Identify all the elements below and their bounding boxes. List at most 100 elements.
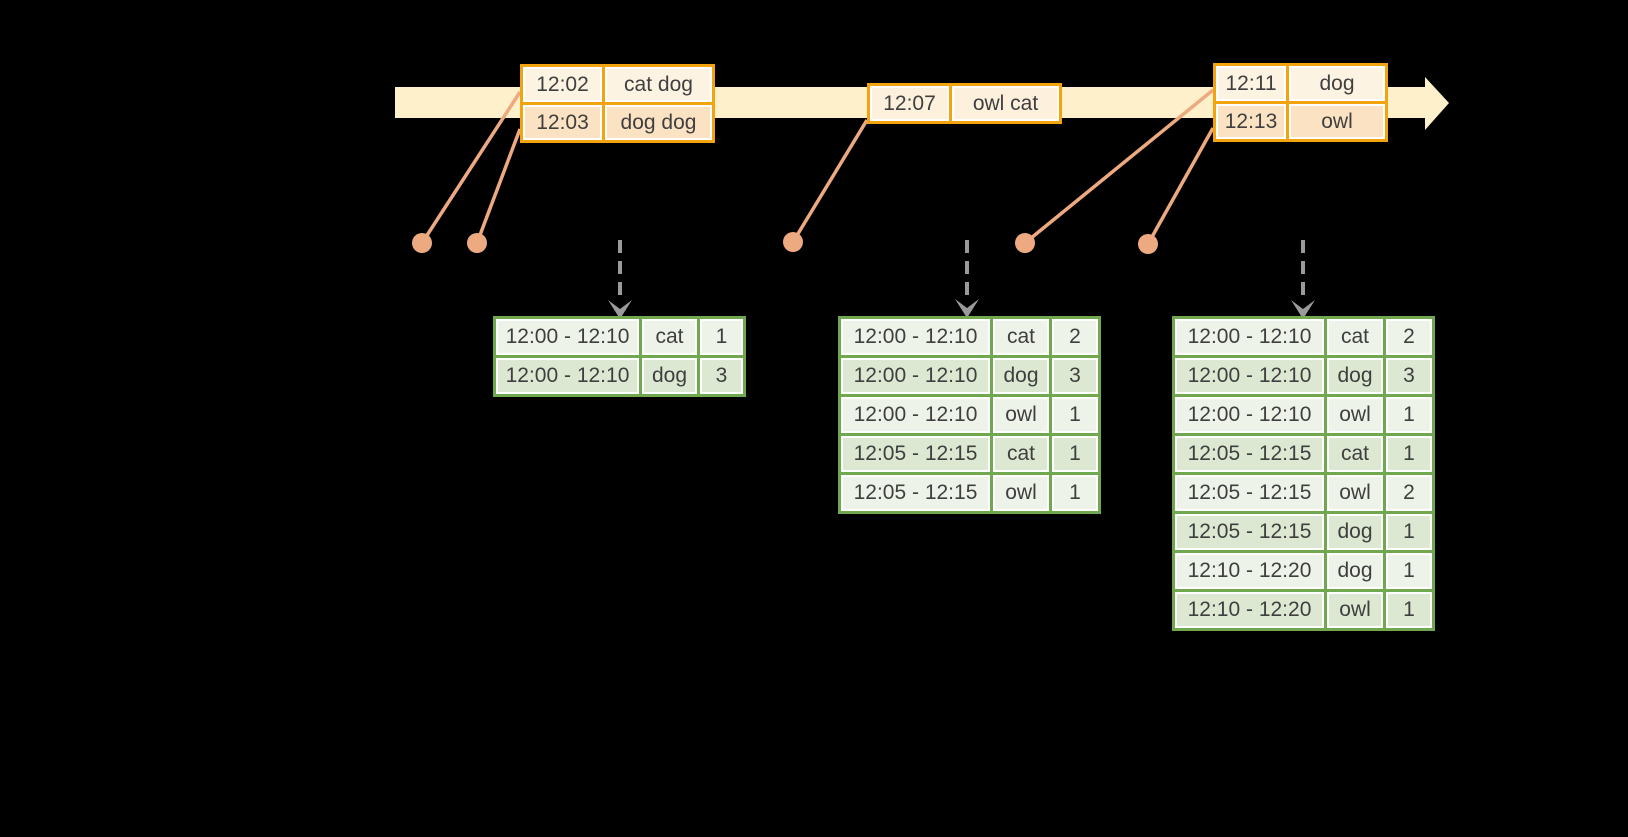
word-cell: dog: [639, 355, 700, 397]
word-cell: cat: [1324, 316, 1386, 358]
window-cell: 12:05 - 12:15: [838, 433, 993, 475]
count-cell: 2: [1383, 316, 1435, 358]
event-dot-icon: [467, 233, 487, 253]
window-cell: 12:05 - 12:15: [1172, 511, 1327, 553]
window-cell: 12:00 - 12:10: [493, 355, 642, 397]
trigger-arrowhead-icon: [955, 299, 979, 318]
word-cell: dog: [990, 355, 1052, 397]
word-cell: cat: [990, 316, 1052, 358]
window-cell: 12:00 - 12:10: [838, 355, 993, 397]
word-cell: cat: [1324, 433, 1386, 475]
count-cell: 2: [1383, 472, 1435, 514]
event-table-body: 12:11 dog 12:13 owl: [1213, 63, 1388, 142]
result-row: 12:05 - 12:15 owl 1: [838, 472, 1101, 514]
result-row: 12:05 - 12:15 cat 1: [838, 433, 1101, 475]
count-cell: 1: [697, 316, 746, 358]
event-dot-icon: [783, 232, 803, 252]
result-row: 12:00 - 12:10 cat 1: [493, 316, 746, 358]
result-row: 12:05 - 12:15 owl 2: [1172, 472, 1435, 514]
word-cell: owl: [1324, 472, 1386, 514]
result-row: 12:05 - 12:15 cat 1: [1172, 433, 1435, 475]
event-table-1: 12:02 cat dog 12:03 dog dog: [520, 64, 715, 143]
count-cell: 1: [1049, 472, 1101, 514]
count-cell: 3: [1049, 355, 1101, 397]
window-cell: 12:00 - 12:10: [493, 316, 642, 358]
count-cell: 1: [1383, 511, 1435, 553]
event-table-2: 12:07 owl cat: [867, 83, 1062, 124]
count-cell: 1: [1383, 394, 1435, 436]
window-cell: 12:00 - 12:10: [838, 394, 993, 436]
window-cell: 12:00 - 12:10: [838, 316, 993, 358]
result-row: 12:10 - 12:20 owl 1: [1172, 589, 1435, 631]
result-table-body: 12:00 - 12:10 cat 2 12:00 - 12:10 dog 3 …: [838, 316, 1101, 514]
event-connector-line: [791, 119, 869, 243]
event-words-cell: owl: [1286, 101, 1388, 142]
event-time-cell: 12:02: [520, 64, 605, 105]
word-cell: dog: [1324, 511, 1386, 553]
window-cell: 12:05 - 12:15: [1172, 433, 1327, 475]
count-cell: 1: [1049, 394, 1101, 436]
event-words-cell: dog dog: [602, 102, 715, 143]
event-row: 12:13 owl: [1213, 101, 1388, 142]
result-row: 12:00 - 12:10 dog 3: [1172, 355, 1435, 397]
result-row: 12:10 - 12:20 dog 1: [1172, 550, 1435, 592]
count-cell: 1: [1383, 589, 1435, 631]
result-table-2: 12:00 - 12:10 cat 2 12:00 - 12:10 dog 3 …: [838, 316, 1101, 514]
event-time-cell: 12:03: [520, 102, 605, 143]
event-connector-line: [1023, 88, 1215, 245]
word-cell: owl: [1324, 394, 1386, 436]
event-words-cell: cat dog: [602, 64, 715, 105]
window-cell: 12:05 - 12:15: [838, 472, 993, 514]
result-row: 12:00 - 12:10 dog 3: [838, 355, 1101, 397]
event-time-cell: 12:13: [1213, 101, 1289, 142]
count-cell: 2: [1049, 316, 1101, 358]
window-cell: 12:00 - 12:10: [1172, 355, 1327, 397]
event-time-cell: 12:11: [1213, 63, 1289, 104]
result-table-3: 12:00 - 12:10 cat 2 12:00 - 12:10 dog 3 …: [1172, 316, 1435, 631]
event-row: 12:02 cat dog: [520, 64, 715, 105]
word-cell: dog: [1324, 550, 1386, 592]
event-time-cell: 12:07: [867, 83, 952, 124]
event-connector-line: [1146, 127, 1215, 245]
result-row: 12:05 - 12:15 dog 1: [1172, 511, 1435, 553]
word-cell: cat: [990, 433, 1052, 475]
window-cell: 12:00 - 12:10: [1172, 316, 1327, 358]
event-row: 12:03 dog dog: [520, 102, 715, 143]
result-table-1: 12:00 - 12:10 cat 1 12:00 - 12:10 dog 3: [493, 316, 746, 397]
result-row: 12:00 - 12:10 dog 3: [493, 355, 746, 397]
result-row: 12:00 - 12:10 cat 2: [1172, 316, 1435, 358]
event-connector-line: [475, 128, 522, 244]
event-table-3: 12:11 dog 12:13 owl: [1213, 63, 1388, 142]
result-row: 12:00 - 12:10 owl 1: [1172, 394, 1435, 436]
word-cell: owl: [990, 472, 1052, 514]
result-row: 12:00 - 12:10 cat 2: [838, 316, 1101, 358]
trigger-arrowhead-icon: [608, 300, 632, 319]
event-words-cell: dog: [1286, 63, 1388, 104]
window-cell: 12:10 - 12:20: [1172, 550, 1327, 592]
event-table-body: 12:02 cat dog 12:03 dog dog: [520, 64, 715, 143]
result-table-body: 12:00 - 12:10 cat 1 12:00 - 12:10 dog 3: [493, 316, 746, 397]
trigger-arrowhead-icon: [1291, 300, 1315, 319]
count-cell: 3: [697, 355, 746, 397]
event-table-body: 12:07 owl cat: [867, 83, 1062, 124]
count-cell: 1: [1383, 550, 1435, 592]
window-cell: 12:05 - 12:15: [1172, 472, 1327, 514]
count-cell: 3: [1383, 355, 1435, 397]
word-cell: cat: [639, 316, 700, 358]
count-cell: 1: [1383, 433, 1435, 475]
event-row: 12:11 dog: [1213, 63, 1388, 104]
word-cell: dog: [1324, 355, 1386, 397]
window-cell: 12:00 - 12:10: [1172, 394, 1327, 436]
word-cell: owl: [990, 394, 1052, 436]
event-connector-line: [420, 91, 522, 244]
event-dot-icon: [1138, 234, 1158, 254]
event-words-cell: owl cat: [949, 83, 1062, 124]
result-table-body: 12:00 - 12:10 cat 2 12:00 - 12:10 dog 3 …: [1172, 316, 1435, 631]
event-dot-icon: [1015, 233, 1035, 253]
window-cell: 12:10 - 12:20: [1172, 589, 1327, 631]
event-row: 12:07 owl cat: [867, 83, 1062, 124]
timeline-arrowhead-icon: [1425, 77, 1449, 130]
word-cell: owl: [1324, 589, 1386, 631]
result-row: 12:00 - 12:10 owl 1: [838, 394, 1101, 436]
